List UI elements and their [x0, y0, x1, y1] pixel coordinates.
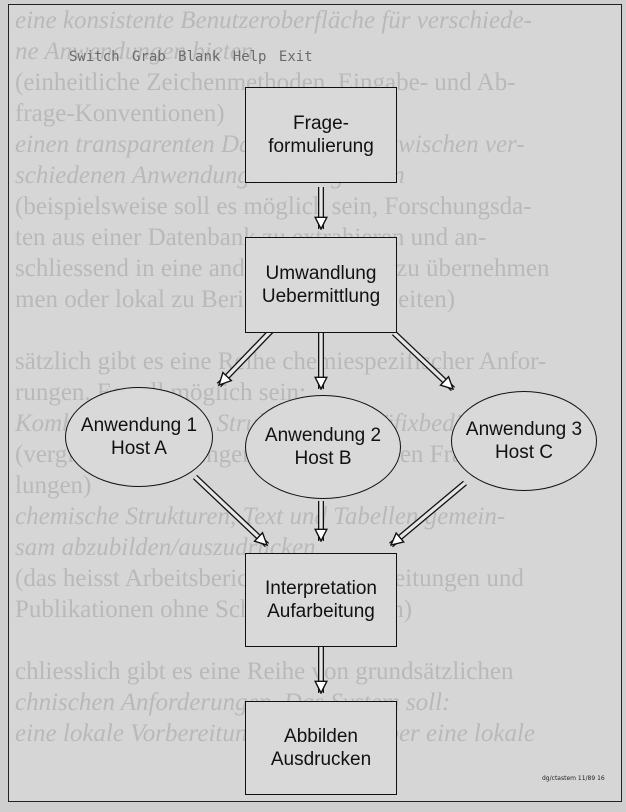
- menu-item-switch: Switch: [69, 49, 120, 65]
- node-anwendung3-line2: Host C: [494, 442, 554, 463]
- menu-item-grab: Grab: [132, 49, 166, 65]
- arrow-umwandlung-to-host-c: [391, 330, 456, 392]
- node-anwendung1-line1: Anwendung 1: [80, 415, 198, 436]
- node-anwendung-2: Anwendung 2 Host B: [245, 395, 401, 499]
- menu-item-help: Help: [232, 49, 267, 65]
- arrow-host-c-to-interpretation: [389, 480, 467, 548]
- node-interpretation-line1: Interpretation: [265, 578, 377, 599]
- footer-code: dg/ctastem 11/89 16: [542, 775, 605, 782]
- arrows-layer: [192, 187, 467, 801]
- node-abbilden-line1: Abbilden: [284, 726, 358, 747]
- node-umwandlung: Umwandlung Uebermittlung: [245, 237, 397, 333]
- node-interpretation-line2: Aufarbeitung: [267, 601, 375, 622]
- node-umwandlung-line2: Uebermittlung: [261, 286, 381, 307]
- node-anwendung2-line1: Anwendung 2: [264, 425, 382, 446]
- node-anwendung-1: Anwendung 1 Host A: [65, 387, 213, 487]
- menu-item-blank: Blank: [178, 49, 221, 65]
- figure-frame: eine konsistente Benutzeroberfläche für …: [8, 4, 622, 802]
- node-frageformulierung: Frage- formulierung: [245, 87, 397, 183]
- node-abbilden-line2: Ausdrucken: [270, 749, 372, 770]
- node-umwandlung-line1: Umwandlung: [265, 263, 377, 284]
- node-abbilden: Abbilden Ausdrucken: [245, 701, 397, 795]
- node-anwendung2-line2: Host B: [294, 448, 352, 469]
- menu-item-exit: Exit: [278, 49, 313, 65]
- node-frage-line2: formulierung: [268, 136, 374, 157]
- node-anwendung-3: Anwendung 3 Host C: [451, 391, 597, 491]
- node-frage-line1: Frage-: [293, 113, 349, 134]
- node-anwendung3-line1: Anwendung 3: [465, 419, 583, 440]
- node-anwendung1-line2: Host A: [111, 438, 167, 459]
- menu-bar: Switch Grab Blank Help Exit: [69, 49, 313, 65]
- arrow-host-a-to-interpretation: [192, 474, 270, 548]
- node-interpretation: Interpretation Aufarbeitung: [245, 553, 397, 647]
- arrow-umwandlung-to-host-a: [216, 328, 274, 388]
